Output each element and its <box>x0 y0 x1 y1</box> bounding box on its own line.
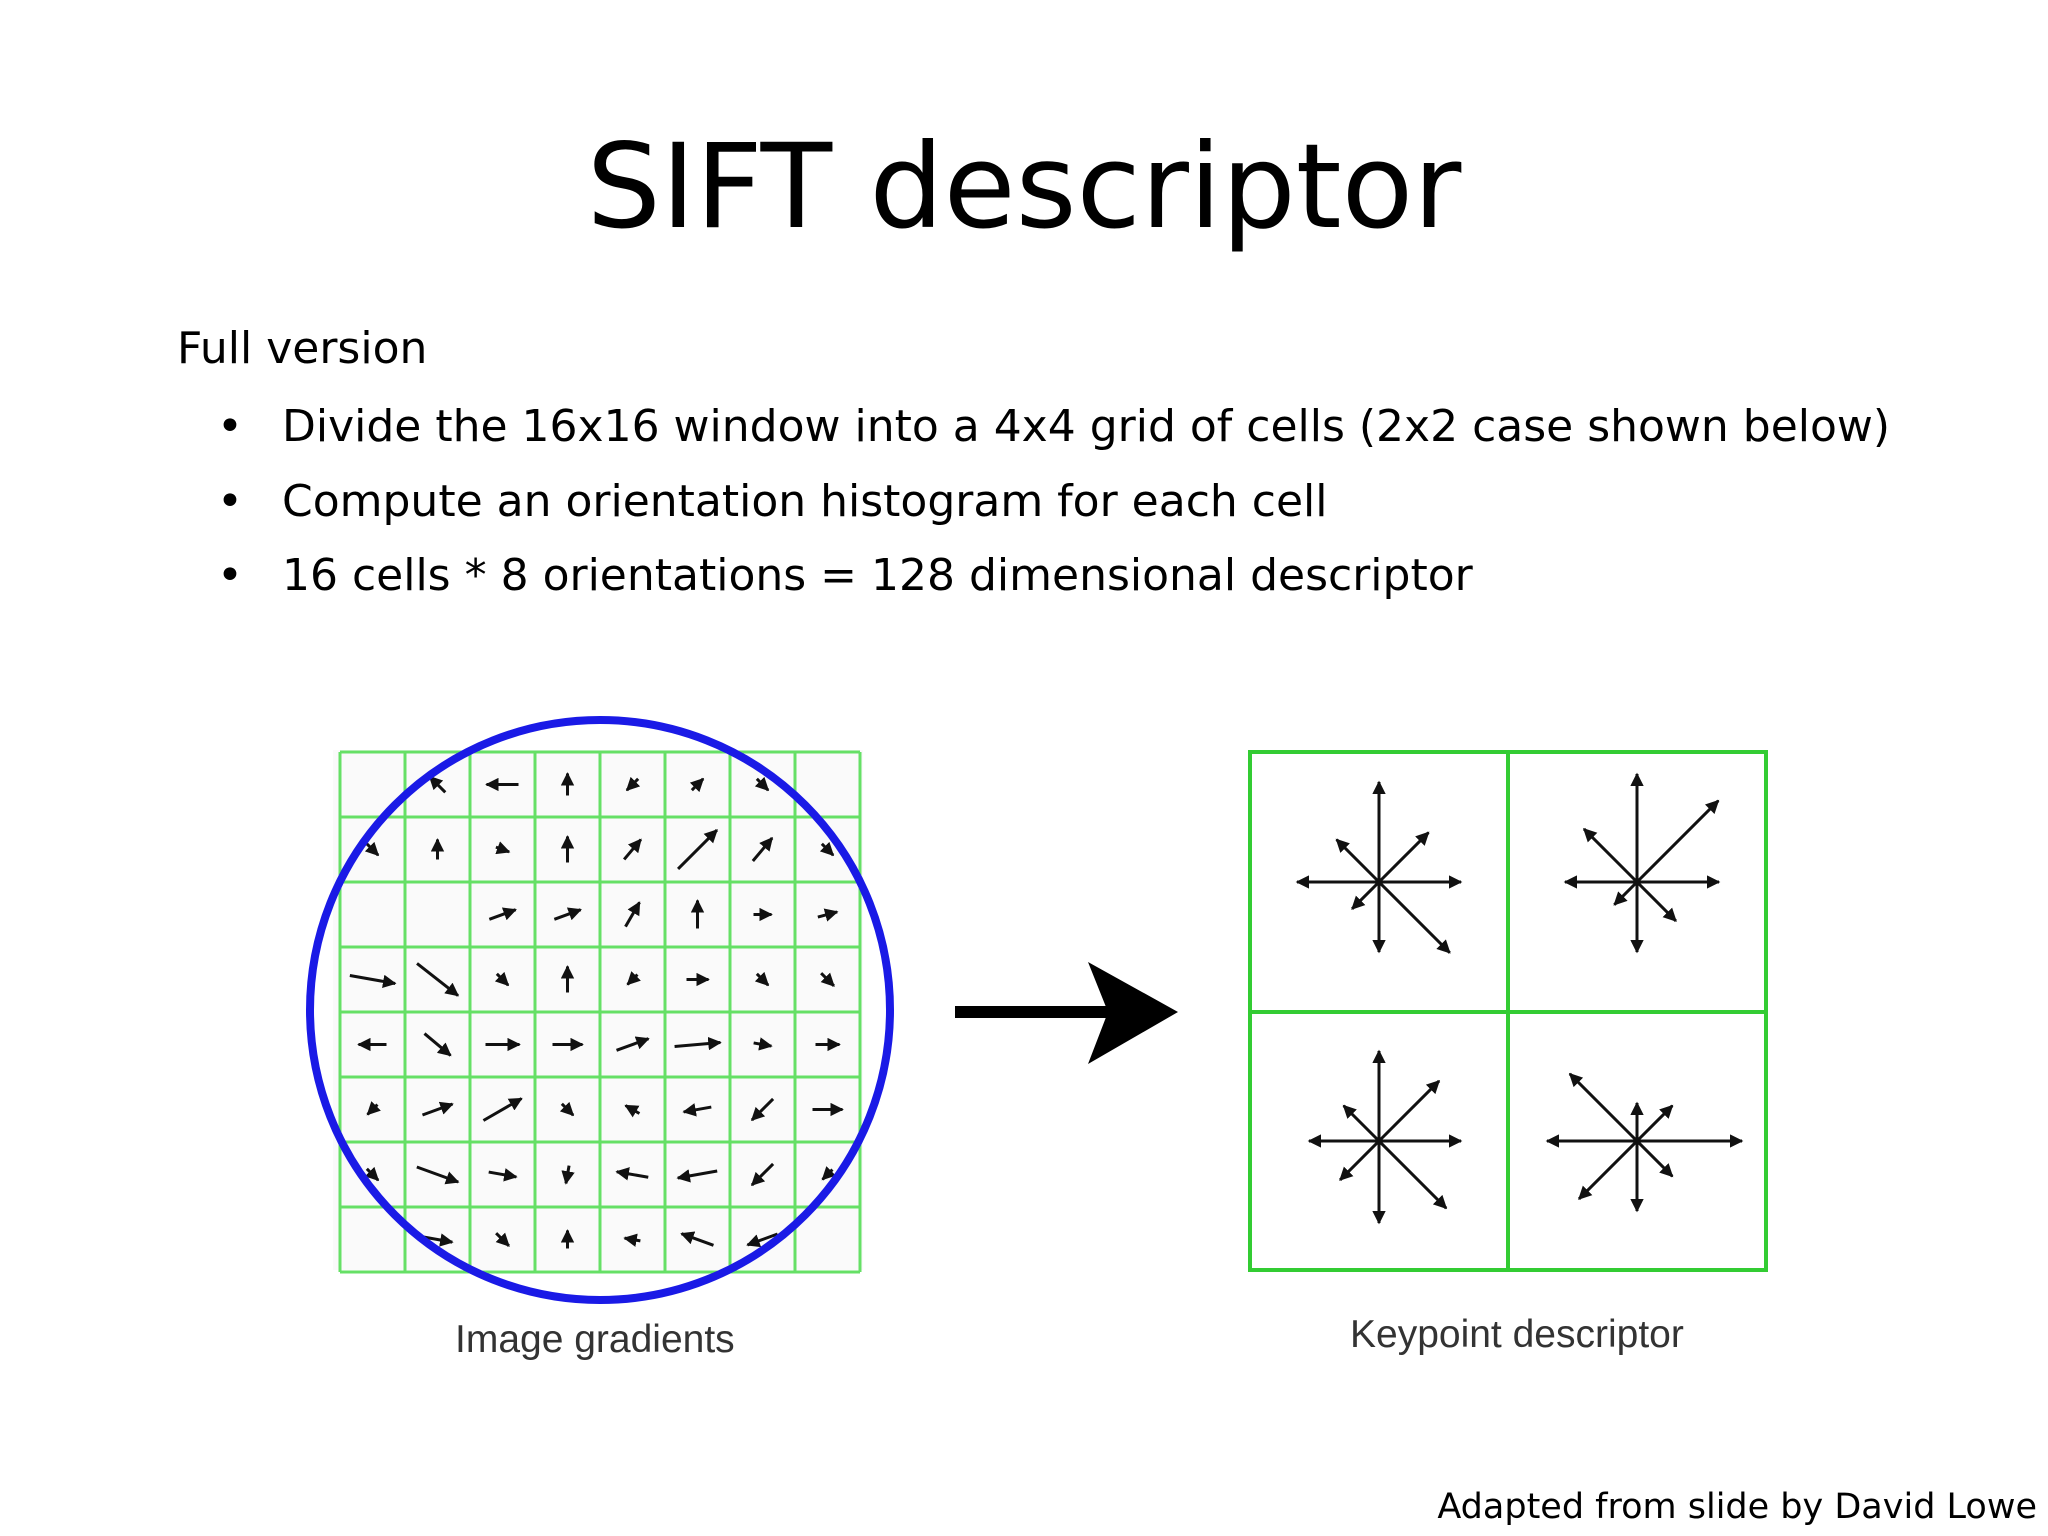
gradient-arrow <box>495 841 511 855</box>
gradient-arrow <box>821 1166 836 1181</box>
gradient-arrow <box>482 1097 523 1122</box>
histogram-arrow <box>1377 831 1430 884</box>
gradient-arrow <box>428 775 447 794</box>
gradient-arrow <box>817 908 839 922</box>
slide-title: SIFT descriptor <box>586 118 1462 255</box>
gradient-arrow <box>416 962 460 997</box>
gradient-arrow <box>349 974 397 989</box>
gradient-arrow <box>820 972 835 987</box>
gradient-arrow <box>754 971 770 987</box>
bullet-icon: • <box>217 550 243 601</box>
gradient-arrow <box>364 841 380 857</box>
gradient-arrow <box>746 1232 779 1248</box>
histogram-arrow <box>1377 1139 1448 1210</box>
gradient-arrow <box>422 1233 454 1247</box>
gradient-arrow <box>623 1233 641 1247</box>
histogram-arrow <box>1635 1104 1674 1143</box>
gradient-arrow <box>553 907 582 921</box>
gradient-arrow <box>615 1167 649 1181</box>
histogram-arrow <box>1568 1072 1639 1143</box>
histogram-arrow <box>1339 1139 1381 1181</box>
orientation-histogram <box>1563 772 1721 954</box>
orientation-histogram <box>1307 1049 1463 1225</box>
gradient-arrow <box>626 971 641 986</box>
panel-background <box>333 750 863 1270</box>
histogram-arrow <box>1635 1139 1674 1178</box>
gradient-arrow <box>488 1168 518 1182</box>
bullet-item: • Compute an orientation histogram for e… <box>217 480 1327 524</box>
histogram-arrow <box>1377 1079 1441 1143</box>
gradient-arrow <box>488 907 517 921</box>
gradient-arrow <box>421 1101 454 1117</box>
gradient-arrow <box>676 828 719 871</box>
histogram-arrow <box>1342 1104 1381 1143</box>
gradient-arrow <box>676 1169 718 1183</box>
gradient-arrow <box>624 1104 641 1118</box>
gradient-arrow <box>682 1103 712 1117</box>
gradient-arrow <box>559 1101 575 1117</box>
bullet-text: 16 cells * 8 orientations = 128 dimensio… <box>282 550 1473 601</box>
gradient-arrow <box>754 776 770 792</box>
bullet-icon: • <box>217 401 243 452</box>
transition-arrow <box>955 962 1178 1064</box>
gradient-arrows <box>349 772 844 1249</box>
gradient-arrow <box>753 1037 773 1051</box>
left-caption: Image gradients <box>455 1318 735 1361</box>
gradient-arrow <box>750 1097 775 1122</box>
bullet-text: Divide the 16x16 window into a 4x4 grid … <box>282 401 1891 452</box>
orientation-histogram <box>1295 780 1463 954</box>
gradient-arrow <box>625 776 641 792</box>
histogram-arrow <box>1635 880 1677 922</box>
histogram-arrow <box>1613 880 1639 906</box>
gradient-grid <box>338 750 862 1274</box>
gradient-arrow <box>689 777 705 793</box>
gradient-arrow <box>616 1036 650 1052</box>
histogram-arrow <box>1377 880 1451 954</box>
subheading: Full version <box>177 323 428 374</box>
histogram-arrow <box>1351 880 1381 910</box>
gradient-arrow <box>622 838 643 861</box>
bullet-item: • 16 cells * 8 orientations = 128 dimens… <box>217 554 1473 598</box>
gradient-arrow <box>819 841 835 857</box>
histogram-arrow <box>1335 838 1381 884</box>
gradient-arrow <box>561 1165 575 1185</box>
gradient-arrow <box>364 1166 380 1182</box>
image-gradients-panel <box>306 716 894 1304</box>
right-caption: Keypoint descriptor <box>1350 1313 1684 1356</box>
gradient-arrow <box>674 1036 722 1051</box>
gradient-arrow <box>624 901 641 928</box>
gradient-arrow <box>750 1162 775 1187</box>
gradient-arrow <box>423 1032 452 1057</box>
gradient-arrow <box>494 971 510 987</box>
gaussian-window-circle <box>306 716 894 1304</box>
bullet-text: Compute an orientation histogram for eac… <box>282 476 1328 527</box>
gradient-arrow <box>366 1101 381 1116</box>
histogram-arrow <box>1577 1139 1639 1201</box>
gradient-arrow <box>416 1165 460 1185</box>
histogram-arrow <box>1582 827 1639 884</box>
keypoint-descriptor-panel <box>1248 750 1768 1272</box>
credit-text: Adapted from slide by David Lowe <box>1437 1487 2037 1527</box>
bullet-item: • Divide the 16x16 window into a 4x4 gri… <box>217 405 1890 449</box>
gradient-arrow <box>680 1231 714 1247</box>
histogram-arrow <box>1635 799 1720 884</box>
gradient-arrow <box>495 1232 510 1247</box>
gradient-arrow <box>751 836 774 862</box>
bullet-icon: • <box>217 476 243 527</box>
orientation-histogram <box>1545 1072 1744 1213</box>
